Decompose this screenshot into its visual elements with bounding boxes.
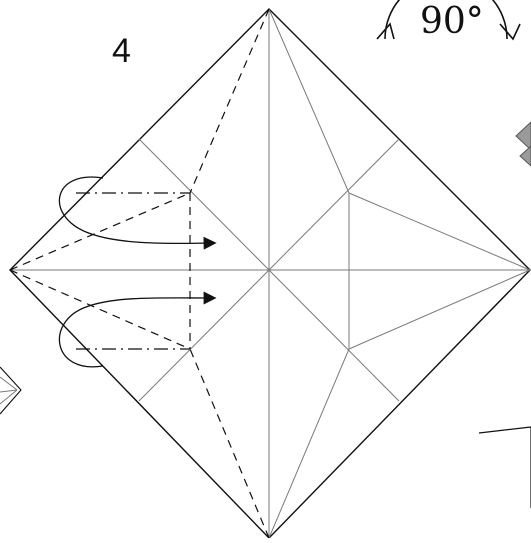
crease-right-diagonal-up <box>348 192 531 271</box>
neighbor-left-fragment <box>0 366 22 415</box>
valley-fold-left-bottom <box>189 348 270 539</box>
crease-right-bottom-spoke <box>268 348 350 539</box>
crease-right-top-spoke <box>268 8 350 194</box>
neighbor-left-fragment-line-1 <box>0 376 18 391</box>
crease-right-diagonal-down <box>348 269 531 350</box>
rotation-label: 90° <box>420 1 484 42</box>
neighbor-left-fragment-line-2 <box>0 389 18 393</box>
paper-outline <box>9 8 531 540</box>
neighbor-left-fragment-line-3 <box>0 389 18 405</box>
crease-lower-right <box>268 269 400 402</box>
neighbor-right-gray-fragment <box>515 121 531 151</box>
crease-upper-right <box>268 138 400 271</box>
crease-upper-left <box>138 138 270 271</box>
neighbor-right-bottom-fragment <box>478 426 531 508</box>
fold-arrow-lower <box>58 291 217 368</box>
fold-arrow-upper <box>58 176 217 250</box>
valley-fold-left-mid-bottom <box>9 269 191 350</box>
rotate-90-icon <box>376 0 521 41</box>
neighbor-right-gray-fragment-2 <box>519 145 531 167</box>
step-number: 4 <box>112 32 131 70</box>
crease-lower-left <box>138 269 270 402</box>
valley-fold-left-top <box>189 8 270 194</box>
valley-fold-left-mid-top <box>9 192 191 271</box>
